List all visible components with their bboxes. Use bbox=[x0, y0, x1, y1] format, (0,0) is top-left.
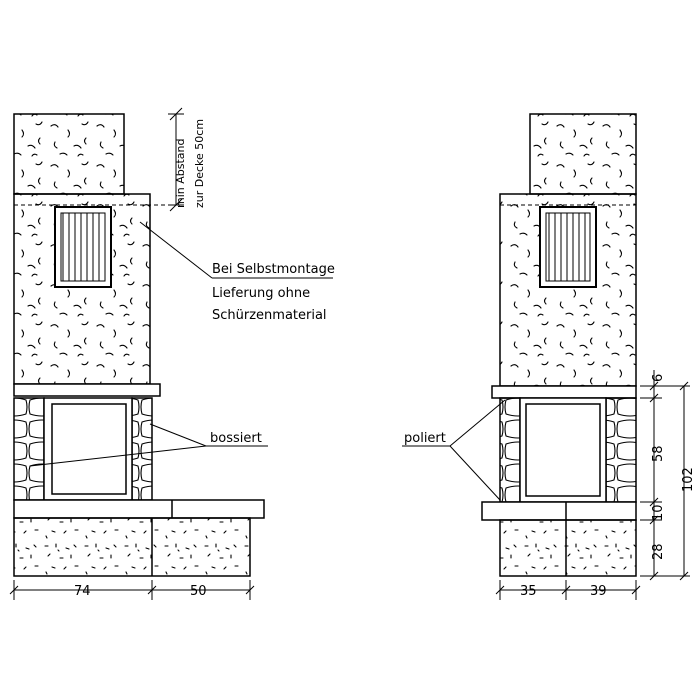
front-stone-left bbox=[13, 397, 45, 501]
front-chimney bbox=[13, 113, 125, 195]
front-hearth bbox=[13, 499, 265, 519]
front-stone-right bbox=[131, 397, 153, 501]
note-line-3: Schürzenmaterial bbox=[212, 308, 327, 323]
dim-v-102: 102 bbox=[681, 467, 696, 492]
front-view: min Abstand zur Decke 50cm Bei Selbstmon… bbox=[9, 107, 335, 600]
note-line-1: Bei Selbstmontage bbox=[212, 262, 335, 277]
dim-v-28: 28 bbox=[651, 543, 666, 560]
dim-v-58: 58 bbox=[651, 445, 666, 462]
front-mantel bbox=[13, 383, 161, 397]
dim-v-6: 6 bbox=[651, 374, 666, 382]
note-line-2: Lieferung ohne bbox=[212, 286, 310, 301]
side-firebox bbox=[519, 397, 607, 503]
side-mantel bbox=[491, 385, 637, 399]
dim-v-10: 10 bbox=[651, 504, 666, 521]
side-hearth bbox=[481, 501, 637, 521]
side-view: poliert 35 39 6 58 10 28 102 bbox=[402, 113, 696, 600]
front-firebox bbox=[43, 397, 133, 501]
dim-front-50: 50 bbox=[190, 584, 207, 599]
dim-side-39: 39 bbox=[590, 584, 607, 599]
chimney-note-line-2: zur Decke 50cm bbox=[193, 119, 206, 208]
chimney-note-line-1: min Abstand bbox=[174, 139, 187, 209]
side-stone-left bbox=[499, 397, 521, 503]
side-base bbox=[499, 519, 637, 577]
dim-side-35: 35 bbox=[520, 584, 537, 599]
bossiert-label: bossiert bbox=[210, 431, 262, 446]
poliert-label: poliert bbox=[404, 431, 446, 446]
front-base bbox=[13, 517, 251, 577]
side-chimney bbox=[529, 113, 637, 195]
side-stone-right bbox=[605, 397, 637, 503]
dim-front-74: 74 bbox=[74, 584, 91, 599]
